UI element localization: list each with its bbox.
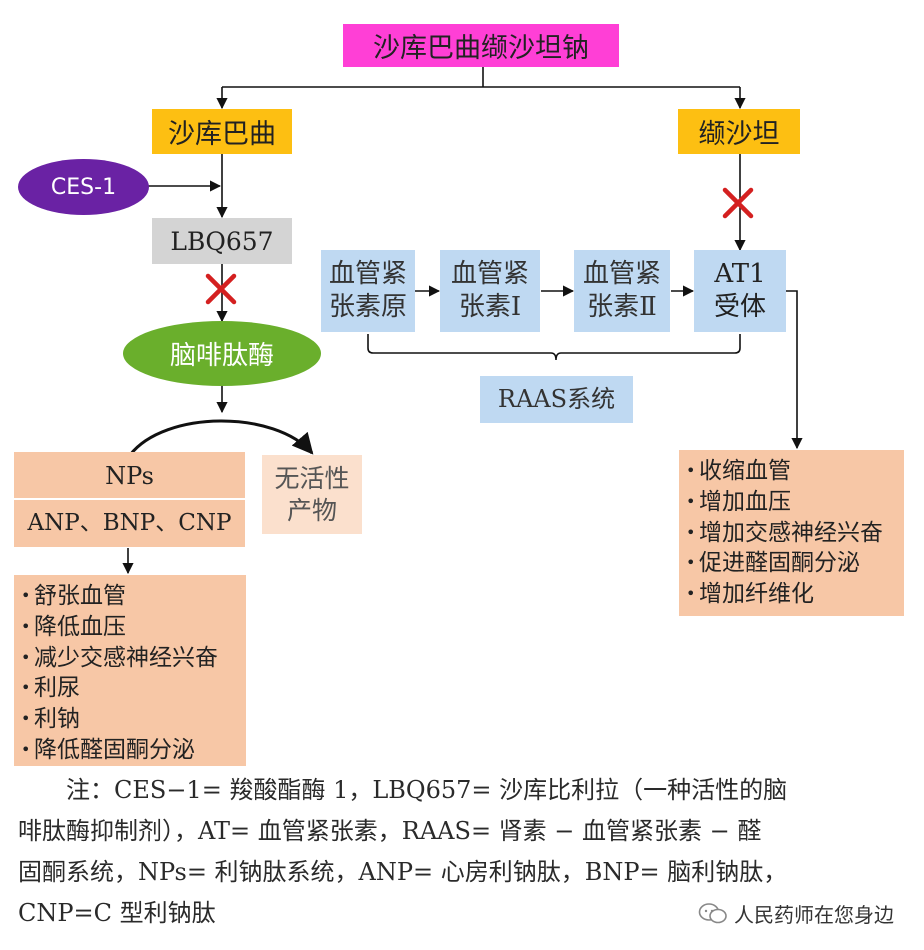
raas-step-2-line-1: 血管紧 [450, 259, 529, 289]
sacubitril-label: 沙库巴曲 [168, 119, 276, 150]
inhibit-mark-valsartan [722, 187, 754, 219]
at1-effect-item: 增加交感神经兴奋 [686, 518, 904, 549]
title-text: 沙库巴曲缬沙坦钠 [373, 33, 589, 64]
at1-effect-item: 促进醛固酮分泌 [686, 548, 904, 579]
valsartan-label: 缬沙坦 [698, 119, 780, 150]
raas-system-label: RAAS系统 [480, 376, 633, 423]
inactive-line-2: 产物 [286, 495, 337, 525]
nps-box: NPs ANP、BNP、CNP [14, 452, 245, 547]
raas-step-4-line-2: 受体 [713, 292, 766, 322]
raas-system-text: RAAS系统 [497, 385, 616, 413]
raas-step-at1-receptor: AT1 受体 [694, 250, 786, 332]
curved-arrow-to-inactive [128, 419, 314, 456]
lbq657-box: LBQ657 [152, 218, 292, 264]
raas-step-2-line-2: 张素Ⅰ [458, 292, 522, 322]
valsartan-box: 缬沙坦 [678, 109, 800, 154]
footnote-line-4: CNP=C 型利钠肽 [18, 899, 216, 927]
inhibit-mark-lbq [205, 273, 237, 305]
at1-effect-item: 增加纤维化 [686, 579, 904, 610]
nps-title: NPs [105, 462, 154, 490]
raas-step-angiotensinogen: 血管紧 张素原 [321, 250, 415, 332]
raas-step-4-line-1: AT1 [714, 259, 766, 289]
raas-step-1-line-1: 血管紧 [328, 259, 407, 289]
at1-effects-list: 收缩血管增加血压增加交感神经兴奋促进醛固酮分泌增加纤维化 [679, 450, 904, 616]
inactive-products-box: 无活性 产物 [262, 455, 362, 534]
raas-step-angiotensin-1: 血管紧 张素Ⅰ [440, 250, 540, 332]
nps-effect-item: 减少交感神经兴奋 [21, 643, 246, 674]
raas-brace [367, 334, 741, 361]
watermark: 人民药师在您身边 [698, 899, 894, 928]
ces1-oval: CES-1 [18, 159, 149, 215]
nps-divider [14, 498, 245, 500]
connector-layer [122, 67, 803, 575]
neprilysin-oval: 脑啡肽酶 [123, 321, 321, 386]
nps-effect-item: 降低醛固酮分泌 [21, 735, 246, 766]
lbq657-label: LBQ657 [170, 226, 274, 256]
ces1-label: CES-1 [50, 174, 117, 200]
title-box: 沙库巴曲缬沙坦钠 [343, 24, 619, 67]
footnote: 注：CES−1= 羧酸酯酶 1，LBQ657= 沙库比利拉（一种活性的脑 啡肽酶… [18, 770, 908, 934]
nps-effect-item: 利尿 [21, 673, 246, 704]
raas-step-3-line-2: 张素Ⅱ [587, 292, 657, 322]
arrow-at1-to-effects [786, 290, 803, 450]
nps-effect-item: 利钠 [21, 704, 246, 735]
sacubitril-box: 沙库巴曲 [152, 109, 292, 154]
nps-effects-list: 舒张血管降低血压减少交感神经兴奋利尿利钠降低醛固酮分泌 [14, 575, 246, 766]
chat-bubbles-icon [698, 902, 727, 923]
footnote-line-2: 啡肽酶抑制剂），AT= 血管紧张素，RAAS= 肾素 − 血管紧张素 − 醛 [18, 817, 762, 845]
nps-effect-item: 舒张血管 [21, 581, 246, 612]
neprilysin-label: 脑啡肽酶 [169, 341, 274, 371]
footnote-line-3: 固酮系统，NPs= 利钠肽系统，ANP= 心房利钠肽，BNP= 脑利钠肽， [18, 858, 788, 886]
raas-step-3-line-1: 血管紧 [582, 259, 661, 289]
nps-types: ANP、BNP、CNP [27, 510, 232, 536]
raas-step-angiotensin-2: 血管紧 张素Ⅱ [574, 250, 670, 332]
footnote-line-1: 注：CES−1= 羧酸酯酶 1，LBQ657= 沙库比利拉（一种活性的脑 [66, 776, 788, 804]
inactive-line-1: 无活性 [274, 463, 350, 493]
raas-step-1-line-2: 张素原 [328, 292, 407, 322]
nps-effect-item: 降低血压 [21, 612, 246, 643]
watermark-text: 人民药师在您身边 [734, 903, 894, 927]
at1-effect-item: 增加血压 [686, 487, 904, 518]
at1-effect-item: 收缩血管 [686, 456, 904, 487]
